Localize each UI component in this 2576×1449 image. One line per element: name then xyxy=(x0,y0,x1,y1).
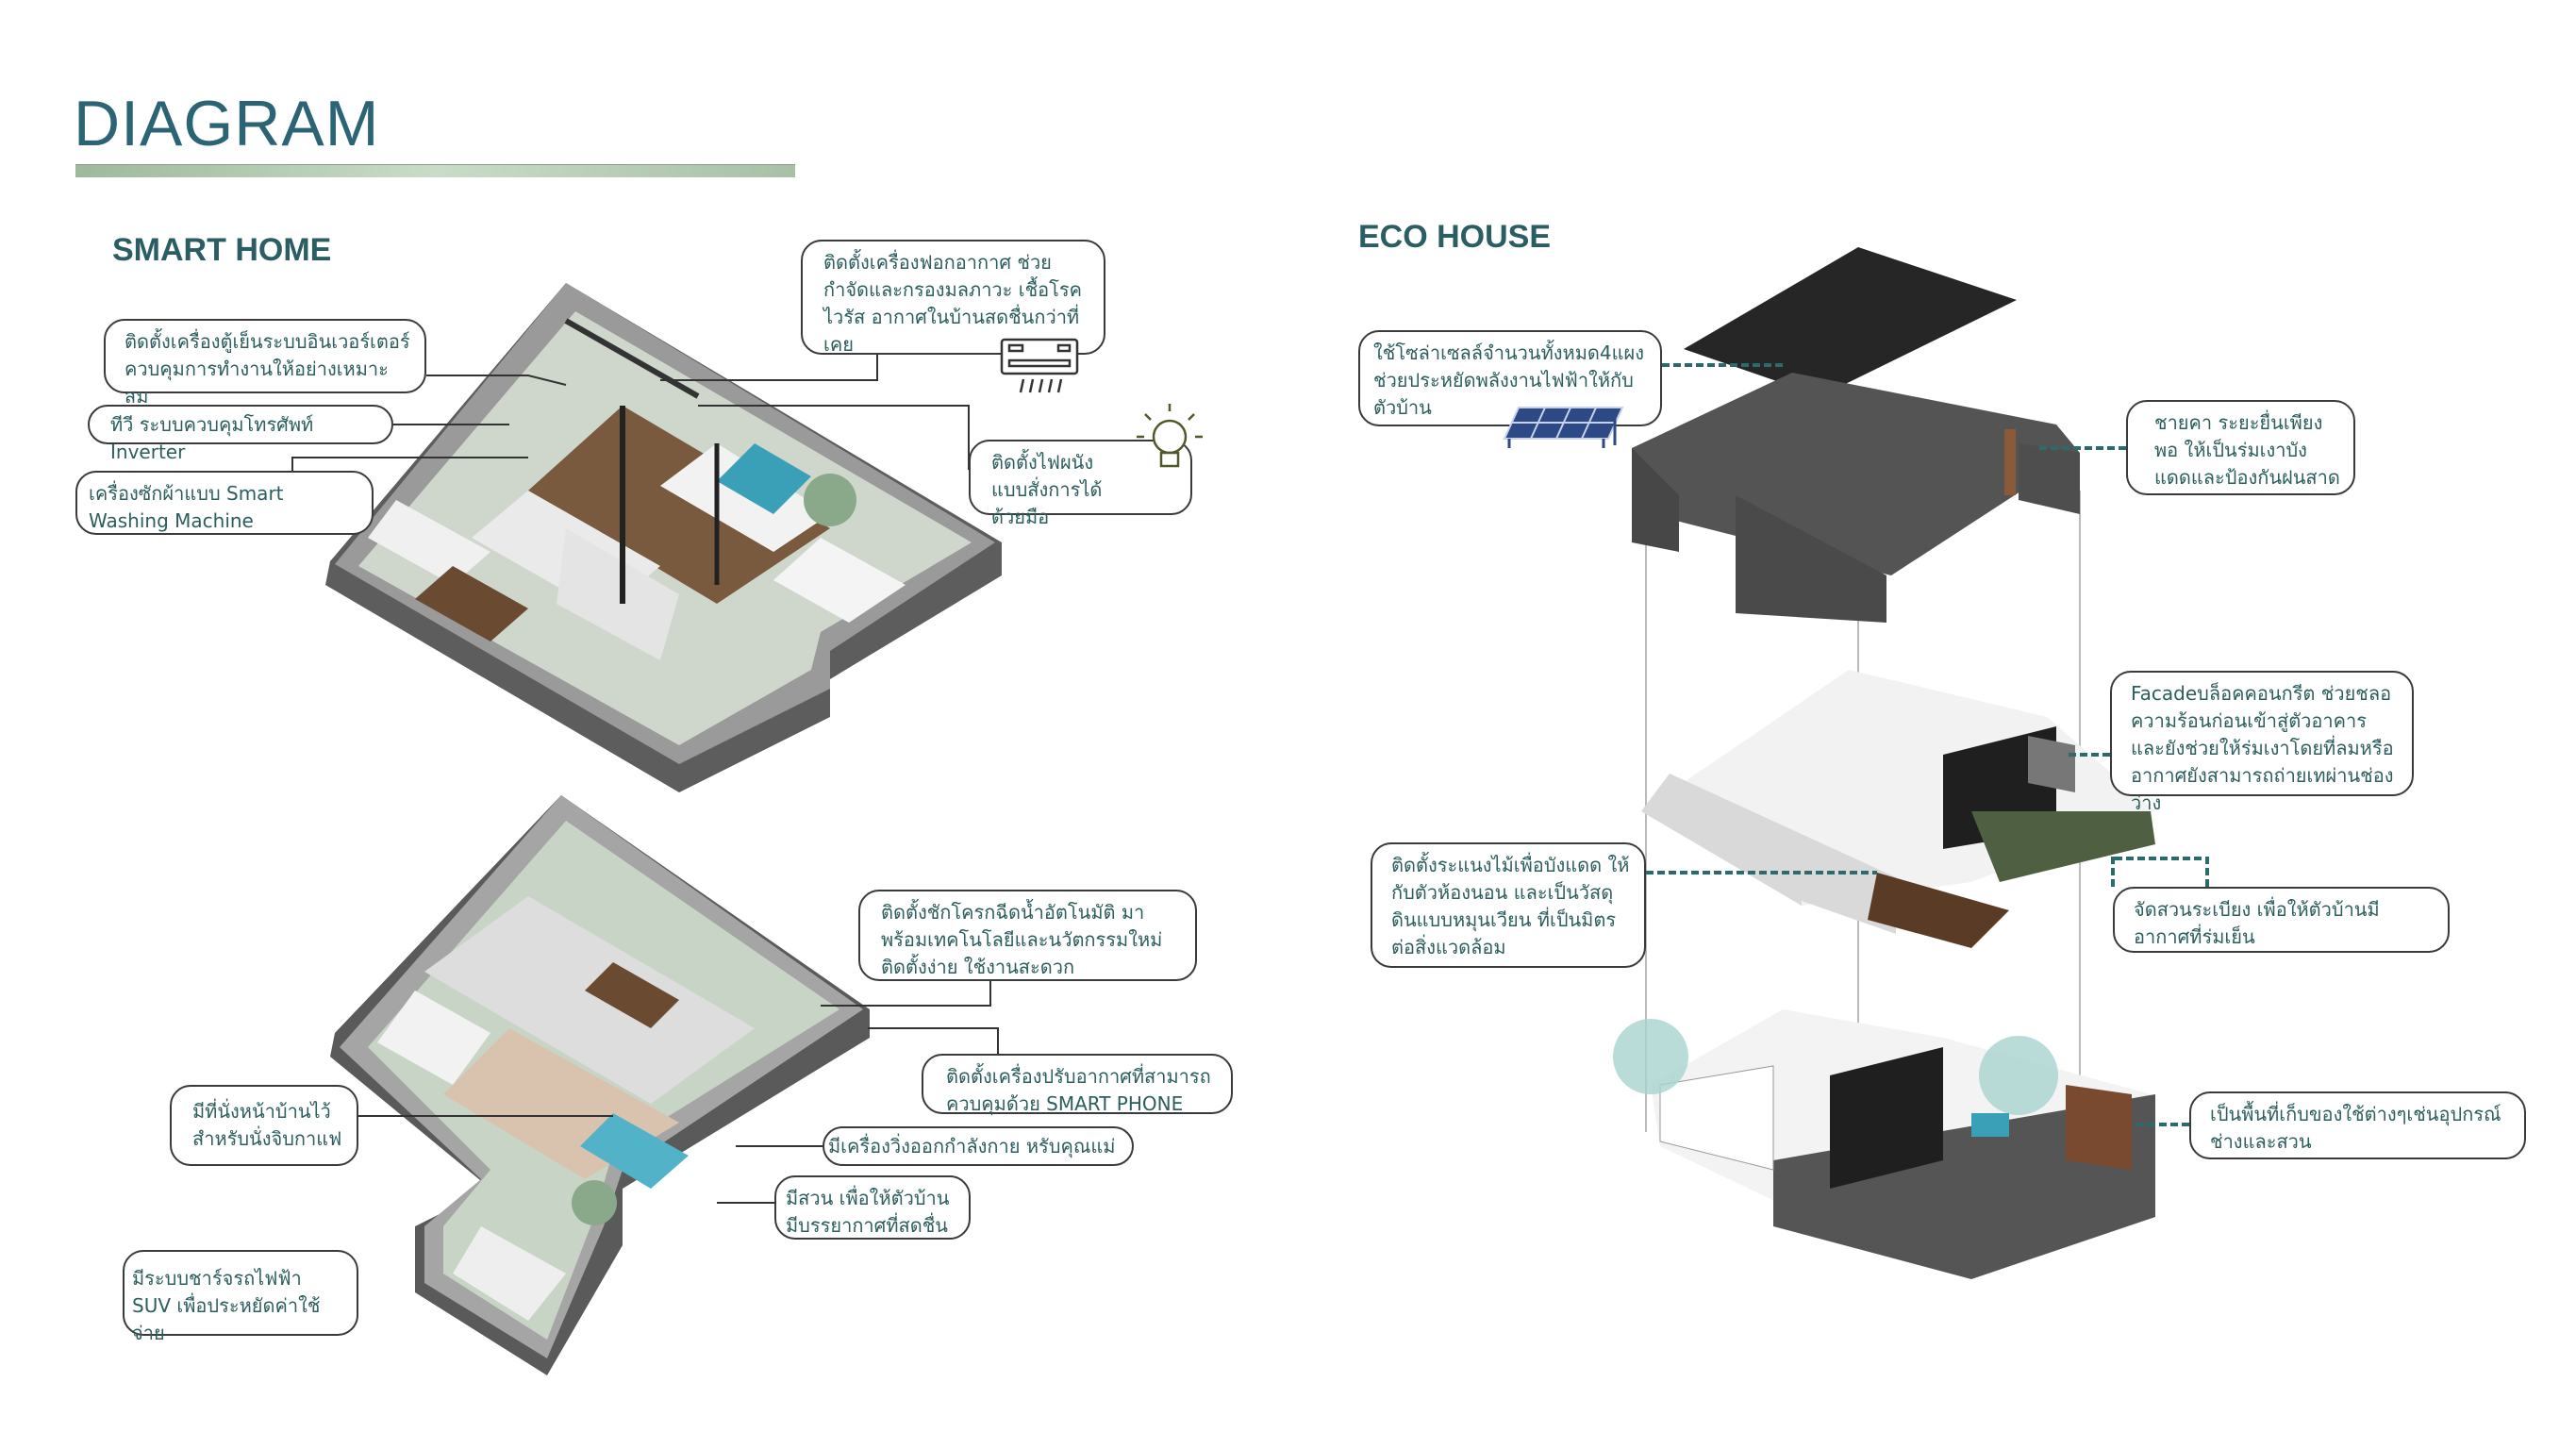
smart-home-leader-lines xyxy=(291,355,999,1204)
callout-eaves: ชายคา ระยะยื่นเพียงพอ ให้เป็นร่มเงาบังแด… xyxy=(2126,400,2355,495)
smart-home-heading: SMART HOME xyxy=(112,232,332,268)
title-underline xyxy=(75,164,795,177)
callout-air-purifier: ติดตั้งเครื่องฟอกอากาศ ช่วยกำจัดและกรองม… xyxy=(801,240,1105,356)
page-title: DIAGRAM xyxy=(74,88,380,159)
callout-front-seat: มีที่นั่งหน้าบ้านไว้ สำหรับนั่งจิบกาแฟ xyxy=(170,1085,358,1166)
callout-concrete-block-facade: Facadeบล็อคคอนกรีต ช่วยชลอความร้อนก่อนเข… xyxy=(2110,671,2414,814)
callout-inverter-fridge: ติดตั้งเครื่องตู้เย็นระบบอินเวอร์เตอร์ ค… xyxy=(104,319,426,408)
callout-solar-cells: ใช้โซล่าเซลล์จำนวนทั้งหมด4แผง ช่วยประหยั… xyxy=(1358,330,1662,426)
callout-balcony-garden: จัดสวนระเบียง เพื่อให้ตัวบ้านมีอากาศที่ร… xyxy=(2113,887,2450,953)
smart-home-lower-floor-plan xyxy=(330,795,870,1375)
callout-auto-toilet: ติดตั้งชักโครกฉีดน้ำอัตโนมัติ มาพร้อมเทค… xyxy=(858,890,1197,981)
callout-washing-machine: เครื่องซักผ้าแบบ Smart Washing Machine xyxy=(75,471,374,535)
solar-roof-panel xyxy=(1684,247,2017,396)
eco-house-leader-lines xyxy=(1646,363,2209,1126)
callout-storage: เป็นพื้นที่เก็บของใช้ต่างๆเช่นอุปกรณ์ช่า… xyxy=(2189,1091,2526,1159)
callout-tv: ทีวี ระบบควบคุมโทรศัพท์ Inverter xyxy=(88,405,393,463)
callout-ev-charger: มีระบบชาร์จรถไฟฟ้า SUV เพื่อประหยัดค่าใช… xyxy=(123,1250,358,1344)
callout-smart-ac: ติดตั้งเครื่องปรับอากาศที่สามารถควบคุมด้… xyxy=(922,1054,1233,1115)
callout-garden: มีสวน เพื่อให้ตัวบ้านมีบรรยากาศที่สดชื่น xyxy=(774,1175,971,1240)
callout-treadmill: มีเครื่องวิ่งออกกำลังกาย หรับคุณแม่ xyxy=(823,1126,1134,1166)
callout-wall-lighting: ติดตั้งไฟผนัง แบบสั่งการได้ด้วยมือ xyxy=(969,440,1192,528)
smart-home-upper-floor-plan xyxy=(325,283,1002,792)
eco-house-exploded-axon xyxy=(1613,247,2155,1279)
eco-house-heading: ECO HOUSE xyxy=(1358,219,1552,255)
callout-wood-slats: ติดตั้งระแนงไม้เพื่อบังแดด ให้กับตัวห้อง… xyxy=(1371,842,1646,968)
